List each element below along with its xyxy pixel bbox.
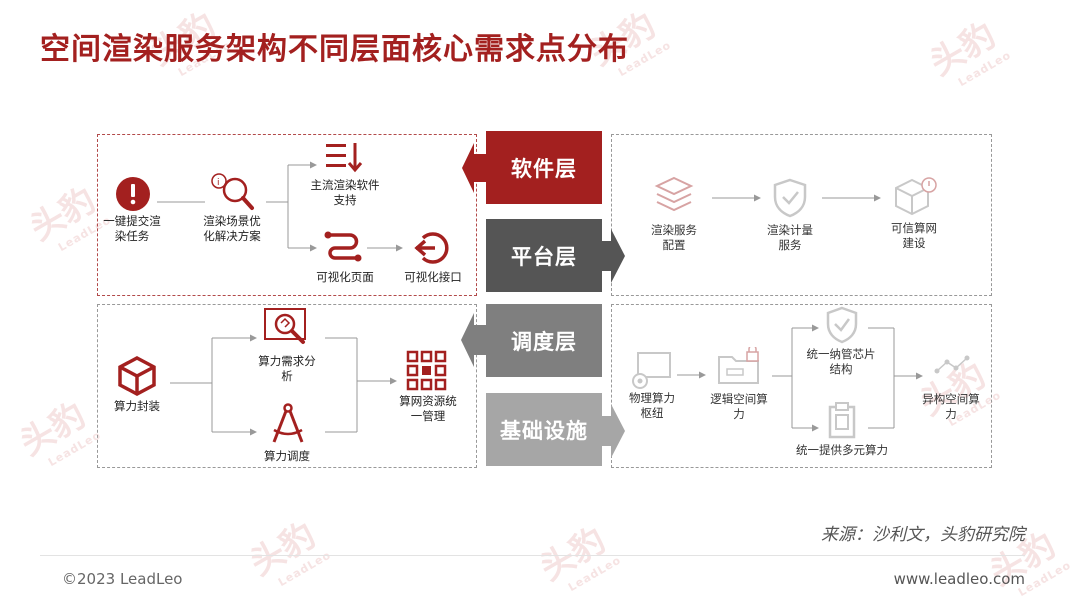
- source-note: 来源：沙利文，头豹研究院: [821, 525, 1025, 545]
- node-submit: 一键提交渲染任务: [103, 214, 161, 243]
- alert-icon: [116, 177, 150, 211]
- scheduling-arrow: [461, 313, 486, 367]
- node-hub: 物理算力枢纽: [629, 391, 675, 420]
- platform-panel: [611, 134, 992, 296]
- grid-icon: [406, 350, 447, 391]
- node-metering: 渲染计量服务: [767, 223, 813, 252]
- layer-platform: 平台层: [486, 219, 602, 292]
- compass-icon: [272, 403, 304, 443]
- node-logic: 逻辑空间算力: [710, 392, 768, 421]
- footer-divider: [40, 555, 1025, 556]
- layer-infrastructure: 基础设施: [486, 393, 602, 466]
- cube-icon: [118, 356, 156, 396]
- node-trusted: 可信算网建设: [891, 221, 937, 250]
- sort-list-icon: [326, 143, 363, 173]
- layers-icon: [654, 176, 694, 212]
- node-mainstream: 主流渲染软件支持: [310, 178, 380, 207]
- shield-check-icon: [826, 306, 858, 344]
- platform-arrow: [602, 229, 625, 283]
- line-chart-icon: [934, 355, 970, 374]
- node-analysis: 算力需求分析: [258, 354, 316, 383]
- route-icon: [324, 231, 362, 262]
- copyright: ©2023 LeadLeo: [62, 570, 183, 588]
- node-chip: 统一纳管芯片结构: [806, 347, 876, 376]
- node-scene: 渲染场景优化解决方案: [203, 214, 261, 243]
- node-visual-api: 可视化接口: [404, 270, 462, 284]
- cube-alert-icon: [895, 177, 937, 216]
- website-link[interactable]: www.leadleo.com: [893, 570, 1025, 588]
- layer-software: 软件层: [486, 131, 602, 204]
- node-visual-page: 可视化页面: [316, 270, 374, 284]
- infrastructure-arrow: [602, 404, 625, 458]
- analysis-search-icon: [264, 308, 306, 344]
- server-gear-icon: [632, 352, 671, 389]
- login-icon: [414, 232, 449, 264]
- node-multi: 统一提供多元算力: [796, 443, 888, 457]
- infrastructure-panel: [611, 304, 992, 468]
- node-config: 渲染服务配置: [651, 223, 697, 252]
- node-hetero: 异构空间算力: [922, 392, 980, 421]
- clipboard-icon: [828, 402, 856, 439]
- magnifier-icon: i: [211, 173, 254, 210]
- shield-check-icon: [773, 178, 807, 218]
- svg-text:i: i: [217, 178, 220, 188]
- software-panel: [97, 134, 477, 296]
- node-dispatch: 算力调度: [264, 449, 310, 463]
- node-package: 算力封装: [114, 399, 160, 413]
- folder-lock-icon: [718, 347, 759, 384]
- layer-scheduling: 调度层: [486, 304, 602, 377]
- scheduling-panel: [97, 304, 477, 468]
- page-title: 空间渲染服务架构不同层面核心需求点分布: [40, 32, 629, 67]
- software-arrow: [462, 143, 486, 193]
- node-manage: 算网资源统一管理: [399, 394, 457, 423]
